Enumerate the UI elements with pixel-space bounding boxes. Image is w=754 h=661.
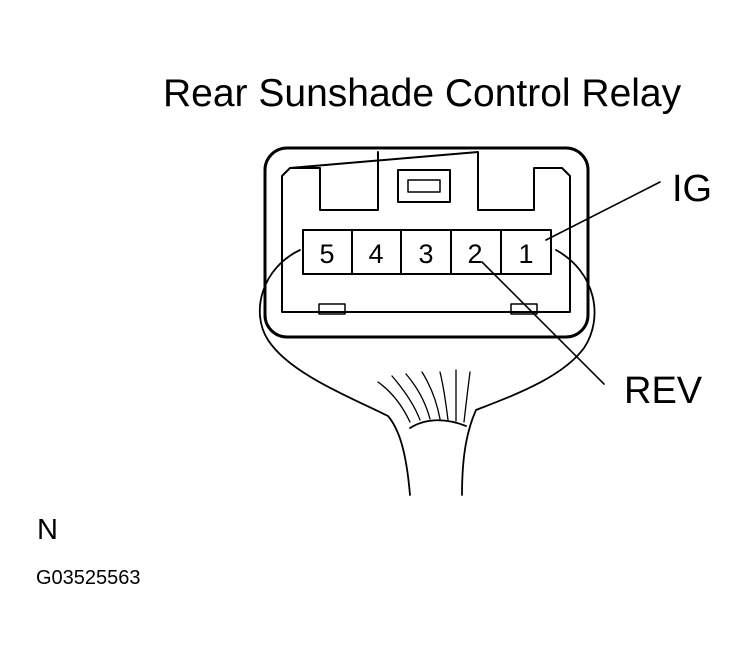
terminal-label-1: 1	[518, 239, 533, 269]
terminal-row: 5 4 3 2 1	[302, 229, 552, 275]
callout-rev: REV	[624, 370, 703, 412]
connector-tab-left	[318, 303, 346, 315]
connector-housing	[263, 146, 590, 339]
connector-latch-inner	[407, 179, 441, 193]
connector-inner-outline	[281, 151, 571, 313]
terminal-cell-1	[500, 229, 552, 275]
connector-latch	[397, 169, 451, 203]
wire-harness-outline	[258, 249, 596, 496]
figure-code: G03525563	[36, 567, 141, 589]
wire-strands	[377, 369, 471, 423]
leader-line-ig	[545, 181, 661, 241]
terminal-label-3: 3	[418, 239, 433, 269]
terminal-label-2: 2	[467, 239, 482, 269]
view-label: N	[37, 514, 58, 546]
terminal-label-4: 4	[368, 239, 383, 269]
leader-line-rev	[481, 261, 605, 385]
callout-ig: IG	[672, 168, 713, 210]
cable-sheath	[409, 419, 467, 429]
terminal-label-5: 5	[319, 239, 334, 269]
diagram-title: Rear Sunshade Control Relay	[163, 72, 682, 115]
